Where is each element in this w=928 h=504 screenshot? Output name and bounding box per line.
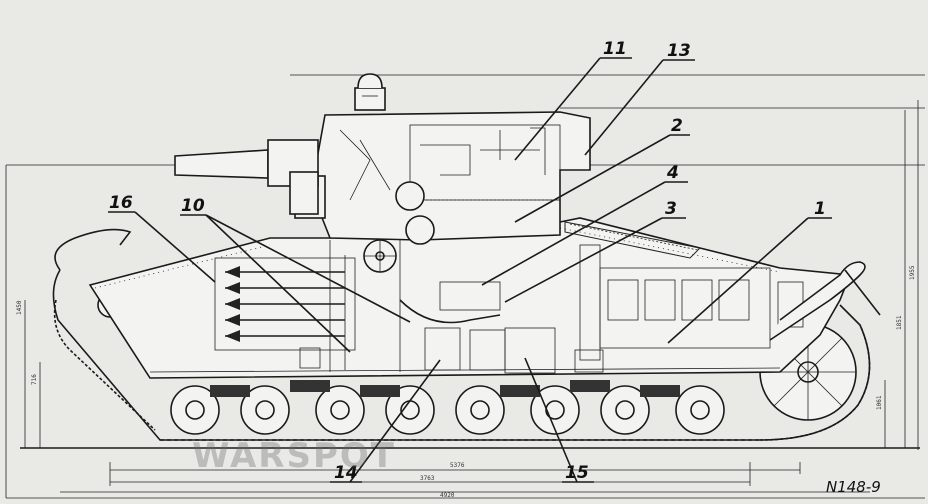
- callout-16: 16: [109, 193, 133, 213]
- internal-boxes: [399, 240, 601, 374]
- cupola: [354, 73, 386, 111]
- dim-1851: 1851: [896, 315, 903, 330]
- callout-1: 1: [814, 199, 826, 219]
- callout-14: 14: [334, 463, 358, 483]
- drawing-number: N148-9: [826, 478, 881, 496]
- dimension-lines: [60, 462, 870, 493]
- exhaust-pipe: [769, 261, 881, 341]
- main-gun: [174, 139, 319, 215]
- callout-11: 11: [603, 39, 627, 59]
- road-wheels: [170, 380, 725, 435]
- driver-controls: [363, 239, 397, 273]
- ammo-rack: [214, 257, 356, 351]
- callout-3: 3: [665, 199, 677, 219]
- dim-1955: 1955: [909, 265, 916, 280]
- callout-underlines: [108, 57, 832, 483]
- dim-3763: 3763: [420, 475, 435, 482]
- internal-detail: [299, 127, 604, 373]
- watermark: WARSPOT: [192, 436, 396, 476]
- frame-lines: [5, 74, 925, 499]
- callout-10: 10: [181, 196, 205, 216]
- callout-2: 2: [671, 116, 683, 136]
- dim-4920: 4920: [440, 492, 455, 499]
- dim-716: 716: [31, 374, 38, 385]
- dim-1061: 1061: [876, 395, 883, 410]
- track: [52, 228, 871, 441]
- callout-4: 4: [666, 163, 679, 183]
- dim-5376: 5376: [450, 462, 465, 469]
- callout-15: 15: [565, 463, 589, 483]
- callout-13: 13: [667, 41, 691, 61]
- casemate: [294, 111, 591, 245]
- leader-lines: [134, 57, 809, 483]
- dim-1450: 1450: [16, 300, 23, 315]
